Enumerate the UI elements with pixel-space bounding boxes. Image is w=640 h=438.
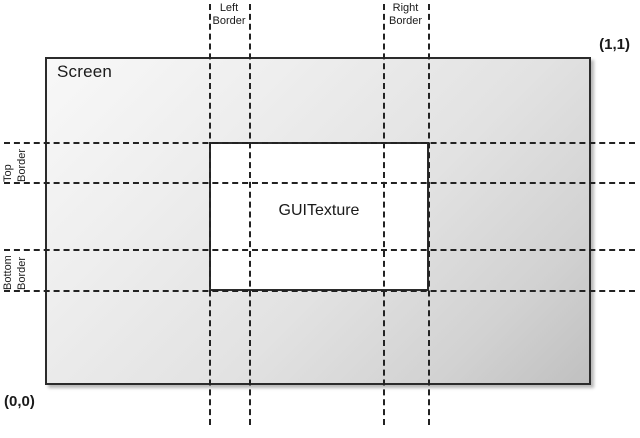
right-border-label-line2: Border bbox=[388, 15, 423, 27]
top-border-label-line1: Top bbox=[2, 164, 14, 182]
bottom-border-label-2: Border bbox=[16, 257, 29, 290]
top-border-label-line2: Border bbox=[16, 148, 28, 182]
horizontal-guide-texture-top bbox=[4, 142, 635, 144]
guitexture-rectangle bbox=[209, 142, 429, 291]
horizontal-guide-top-border bbox=[4, 182, 635, 184]
vertical-guide-right-border bbox=[383, 4, 385, 425]
vertical-guide-texture-left bbox=[209, 4, 211, 425]
left-border-label-line1: Left bbox=[219, 2, 239, 14]
coordinate-bottom-left: (0,0) bbox=[4, 393, 35, 410]
vertical-guide-left-border bbox=[249, 4, 251, 425]
horizontal-guide-bottom-border bbox=[4, 249, 635, 251]
top-border-label: Top bbox=[2, 164, 15, 182]
bottom-border-label-line2: Border bbox=[16, 256, 28, 290]
bottom-border-label: Bottom bbox=[2, 255, 15, 290]
screen-label: Screen bbox=[57, 62, 113, 81]
right-border-label-line1: Right bbox=[392, 2, 419, 14]
left-border-label: Left Border bbox=[209, 2, 249, 28]
guitexture-label: GUITexture bbox=[278, 202, 360, 219]
coordinate-top-right: (1,1) bbox=[599, 36, 630, 53]
horizontal-guide-texture-bottom bbox=[4, 290, 635, 292]
top-border-label-2: Border bbox=[16, 149, 29, 182]
left-border-label-line2: Border bbox=[212, 15, 246, 27]
bottom-border-label-line1: Bottom bbox=[2, 255, 14, 290]
vertical-guide-texture-right bbox=[428, 4, 430, 425]
right-border-label: Right Border bbox=[383, 2, 428, 28]
